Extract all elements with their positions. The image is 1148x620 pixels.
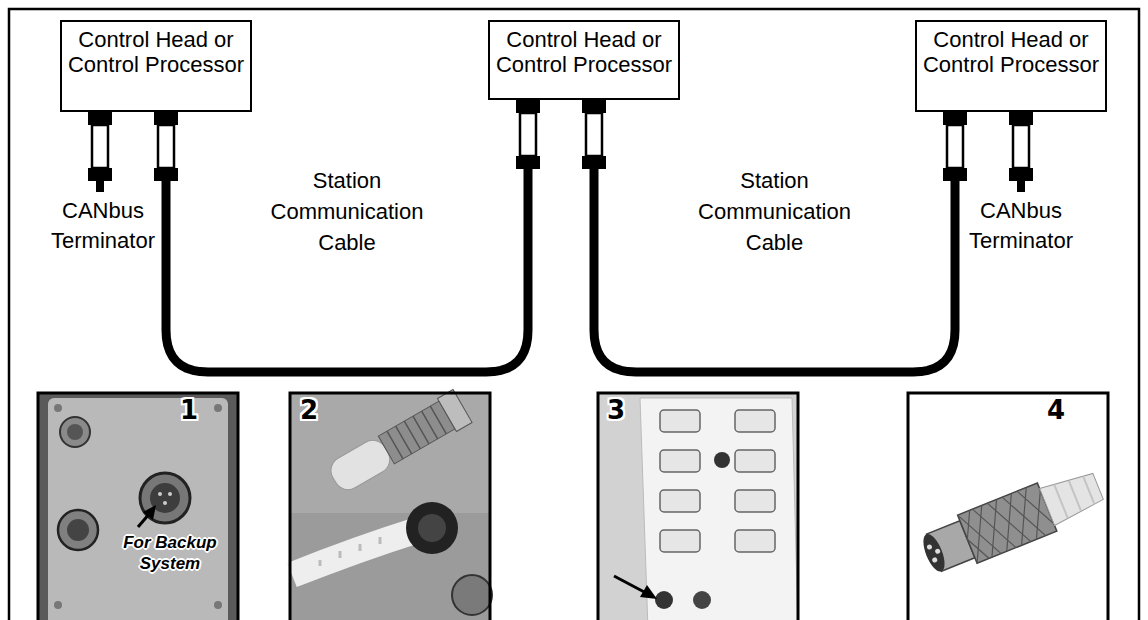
communication-cable: [166, 100, 528, 372]
box-title: Control Head or Control Processor: [921, 28, 1101, 77]
terminator-label: CANbus Terminator: [38, 196, 168, 255]
communication-cable: [594, 100, 955, 372]
process-box: Control Head or Control Processor: [488, 20, 680, 100]
photo-panel: [598, 393, 798, 620]
callout-number: 1: [180, 397, 198, 423]
callout-number: 2: [300, 397, 318, 423]
process-box: Control Head or Control Processor: [915, 20, 1107, 112]
process-box: Control Head or Control Processor: [60, 20, 252, 112]
photo-panel: [38, 393, 238, 620]
callout-number: 3: [607, 397, 625, 423]
photo-panel: [290, 390, 492, 620]
cable-label: Station Communication Cable: [257, 166, 437, 258]
cable-label: Station Communication Cable: [685, 166, 865, 258]
photo-note: For Backup System: [106, 532, 234, 575]
box-title: Control Head or Control Processor: [66, 28, 246, 77]
photo-panel: [908, 393, 1108, 620]
cable-plugs: [88, 100, 1033, 192]
terminator-label: CANbus Terminator: [956, 196, 1086, 255]
box-title: Control Head or Control Processor: [494, 28, 674, 77]
callout-number: 4: [1047, 397, 1065, 423]
